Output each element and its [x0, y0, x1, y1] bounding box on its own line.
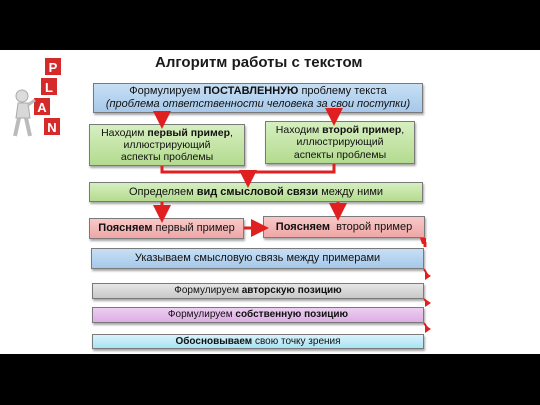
- logo-letter-a: A: [37, 100, 47, 115]
- plan-figure-icon: P L A N: [13, 58, 61, 137]
- logo-letter-p: P: [49, 60, 58, 75]
- diagram-title: Алгоритм работы с текстом: [155, 54, 363, 71]
- logo-letter-n: N: [47, 120, 56, 135]
- box-explain-second: Поясняем второй пример: [263, 216, 425, 238]
- box-first-example: Находим первый пример, иллюстрирующий ас…: [89, 124, 245, 166]
- logo-letter-l: L: [45, 80, 53, 95]
- box-explain-first: Поясняем первый пример: [89, 218, 244, 239]
- box-author-position: Формулируем авторскую позицию: [92, 283, 424, 299]
- box-define-relation: Определяем вид смысловой связи между ним…: [89, 182, 423, 202]
- box-indicate-relation: Указываем смысловую связь между примерам…: [91, 248, 424, 269]
- box-own-position: Формулируем собственную позицию: [92, 307, 424, 323]
- box-formulate-problem: Формулируем ПОСТАВЛЕННУЮ проблему текста…: [93, 83, 423, 113]
- box-second-example: Находим второй пример, иллюстрирующий ас…: [265, 121, 415, 164]
- box-justify-view: Обосновываем свою точку зрения: [92, 334, 424, 349]
